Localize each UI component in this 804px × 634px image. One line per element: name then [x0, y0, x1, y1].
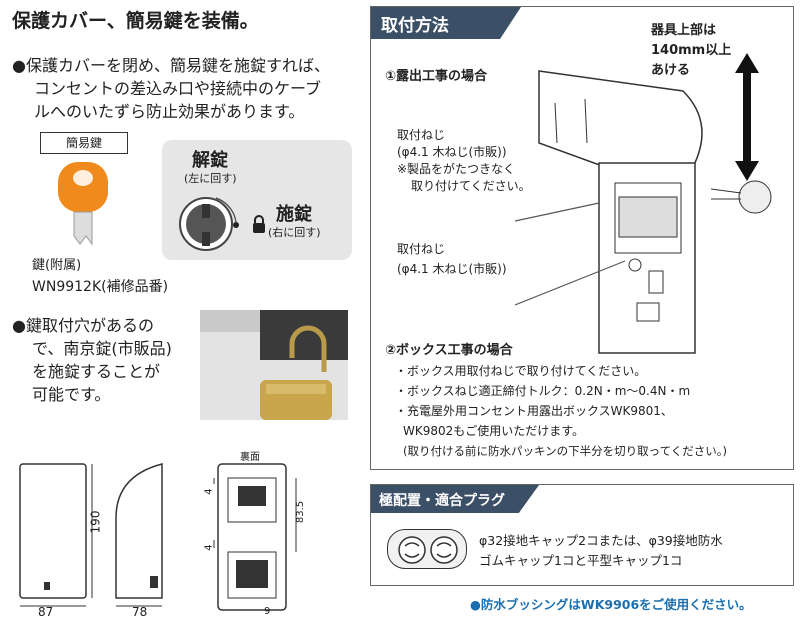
install-method-panel: 取付方法 ①露出工事の場合 器具上部は 140mm以上 あける 取付ねじ (φ4…	[370, 6, 794, 470]
clearance-note: 器具上部は 140mm以上 あける	[651, 21, 731, 81]
box-note: WK9802もご使用いただけます。	[403, 424, 585, 438]
clearance-line: あける	[651, 63, 691, 78]
description-line: 可能です。	[32, 385, 111, 404]
plug-line: φ32接地キャップ2コまたは、φ39接地防水	[479, 533, 723, 548]
hole-dimension: 9	[264, 606, 271, 617]
clearance-line: 140mm以上	[651, 43, 732, 58]
clearance-line: 器具上部は	[651, 23, 717, 38]
screw-note-1: 取付ねじ (φ4.1 木ねじ(市販)) ※製品をがたつきなく 取り付けてください…	[397, 127, 531, 195]
install-title-tag: 取付方法	[371, 7, 521, 39]
exposed-title: ①露出工事の場合	[385, 69, 488, 84]
pitch-dimension: 83.5	[295, 500, 307, 524]
width-dimension: 87	[38, 605, 54, 619]
lock-sub-label: (右に回す)	[268, 226, 321, 239]
height-dimension: 190	[88, 510, 103, 534]
plug-description: φ32接地キャップ2コまたは、φ39接地防水 ゴムキャップ1コと平型キャップ1コ	[479, 531, 723, 571]
box-note: (取り付ける前に防水パッキンの下半分を切り取ってください。)	[403, 444, 727, 458]
screw-line: ※製品をがたつきなく	[397, 162, 516, 176]
install-title: 取付方法	[381, 16, 449, 36]
description-line: ルへのいたずら防止効果があります。	[34, 102, 305, 121]
description-line: ●保護カバーを閉め、簡易鍵を施錠すれば、	[12, 56, 330, 75]
screw-line: 取付ねじ	[397, 242, 446, 256]
key-label: 簡易鍵	[65, 136, 102, 150]
key-caption: 鍵(附属)	[32, 258, 82, 273]
offset-dimension-b: 4	[203, 544, 215, 551]
box-title: ②ボックス工事の場合	[385, 343, 513, 358]
box-note: ・ボックスねじ適正締付トルク：0.2N・m〜0.4N・m	[395, 384, 691, 398]
unlock-label: 解錠	[192, 150, 228, 171]
box-note: ・ボックス用取付ねじで取り付けてください。	[395, 364, 647, 378]
screw-line: (φ4.1 木ねじ(市販))	[397, 145, 507, 159]
padlock-photo	[200, 310, 348, 420]
screw-note-2: 取付ねじ (φ4.1 木ねじ(市販))	[397, 239, 507, 279]
rear-view-label: 裏面	[240, 452, 260, 463]
padlock-icon	[253, 215, 265, 233]
plug-title-tag: 極配置・適合プラグ	[371, 485, 539, 513]
plug-panel: 極配置・適合プラグ φ32接地キャップ2コまたは、φ39接地防水 ゴムキャップ1…	[370, 484, 794, 586]
lock-label: 施錠	[276, 204, 312, 225]
page-heading: 保護カバー、簡易鍵を装備。	[12, 10, 259, 32]
install-illustration	[515, 53, 772, 354]
plug-socket-icon	[387, 529, 467, 569]
key-part-number: WN9912K(補修品番)	[32, 279, 169, 295]
description-line: コンセントの差込み口や接続中のケーブ	[34, 79, 322, 98]
cover-description: ●保護カバーを閉め、簡易鍵を施錠すれば、 コンセントの差込み口や接続中のケーブ …	[12, 54, 330, 123]
plug-line: ゴムキャップ1コと平型キャップ1コ	[479, 553, 683, 568]
padlock-description: ●鍵取付穴があるの で、南京錠(市販品) を施錠することが 可能です。	[12, 314, 172, 406]
dimension-drawings	[19, 463, 297, 611]
key-label-box: 簡易鍵	[40, 132, 128, 154]
lock-dial-icon	[179, 197, 239, 251]
description-line: を施錠することが	[32, 362, 161, 381]
unlock-sub-label: (左に回す)	[184, 172, 237, 185]
screw-line: 取付ねじ	[397, 128, 446, 142]
description-line: ●鍵取付穴があるの	[12, 316, 154, 335]
screw-line: (φ4.1 木ねじ(市販))	[397, 262, 507, 276]
depth-dimension: 78	[132, 605, 148, 619]
screw-line: 取り付けてください。	[411, 179, 531, 193]
key-icon	[58, 162, 108, 246]
box-notes: ・ボックス用取付ねじで取り付けてください。 ・ボックスねじ適正締付トルク：0.2…	[395, 361, 727, 461]
bushing-note: ●防水ブッシングはWK9906をご使用ください。	[470, 597, 752, 612]
plug-title: 極配置・適合プラグ	[379, 493, 505, 509]
offset-dimension-a: 4	[203, 488, 215, 495]
box-note: ・充電屋外用コンセント用露出ボックスWK9801、	[395, 404, 673, 418]
description-line: で、南京錠(市販品)	[32, 339, 172, 358]
